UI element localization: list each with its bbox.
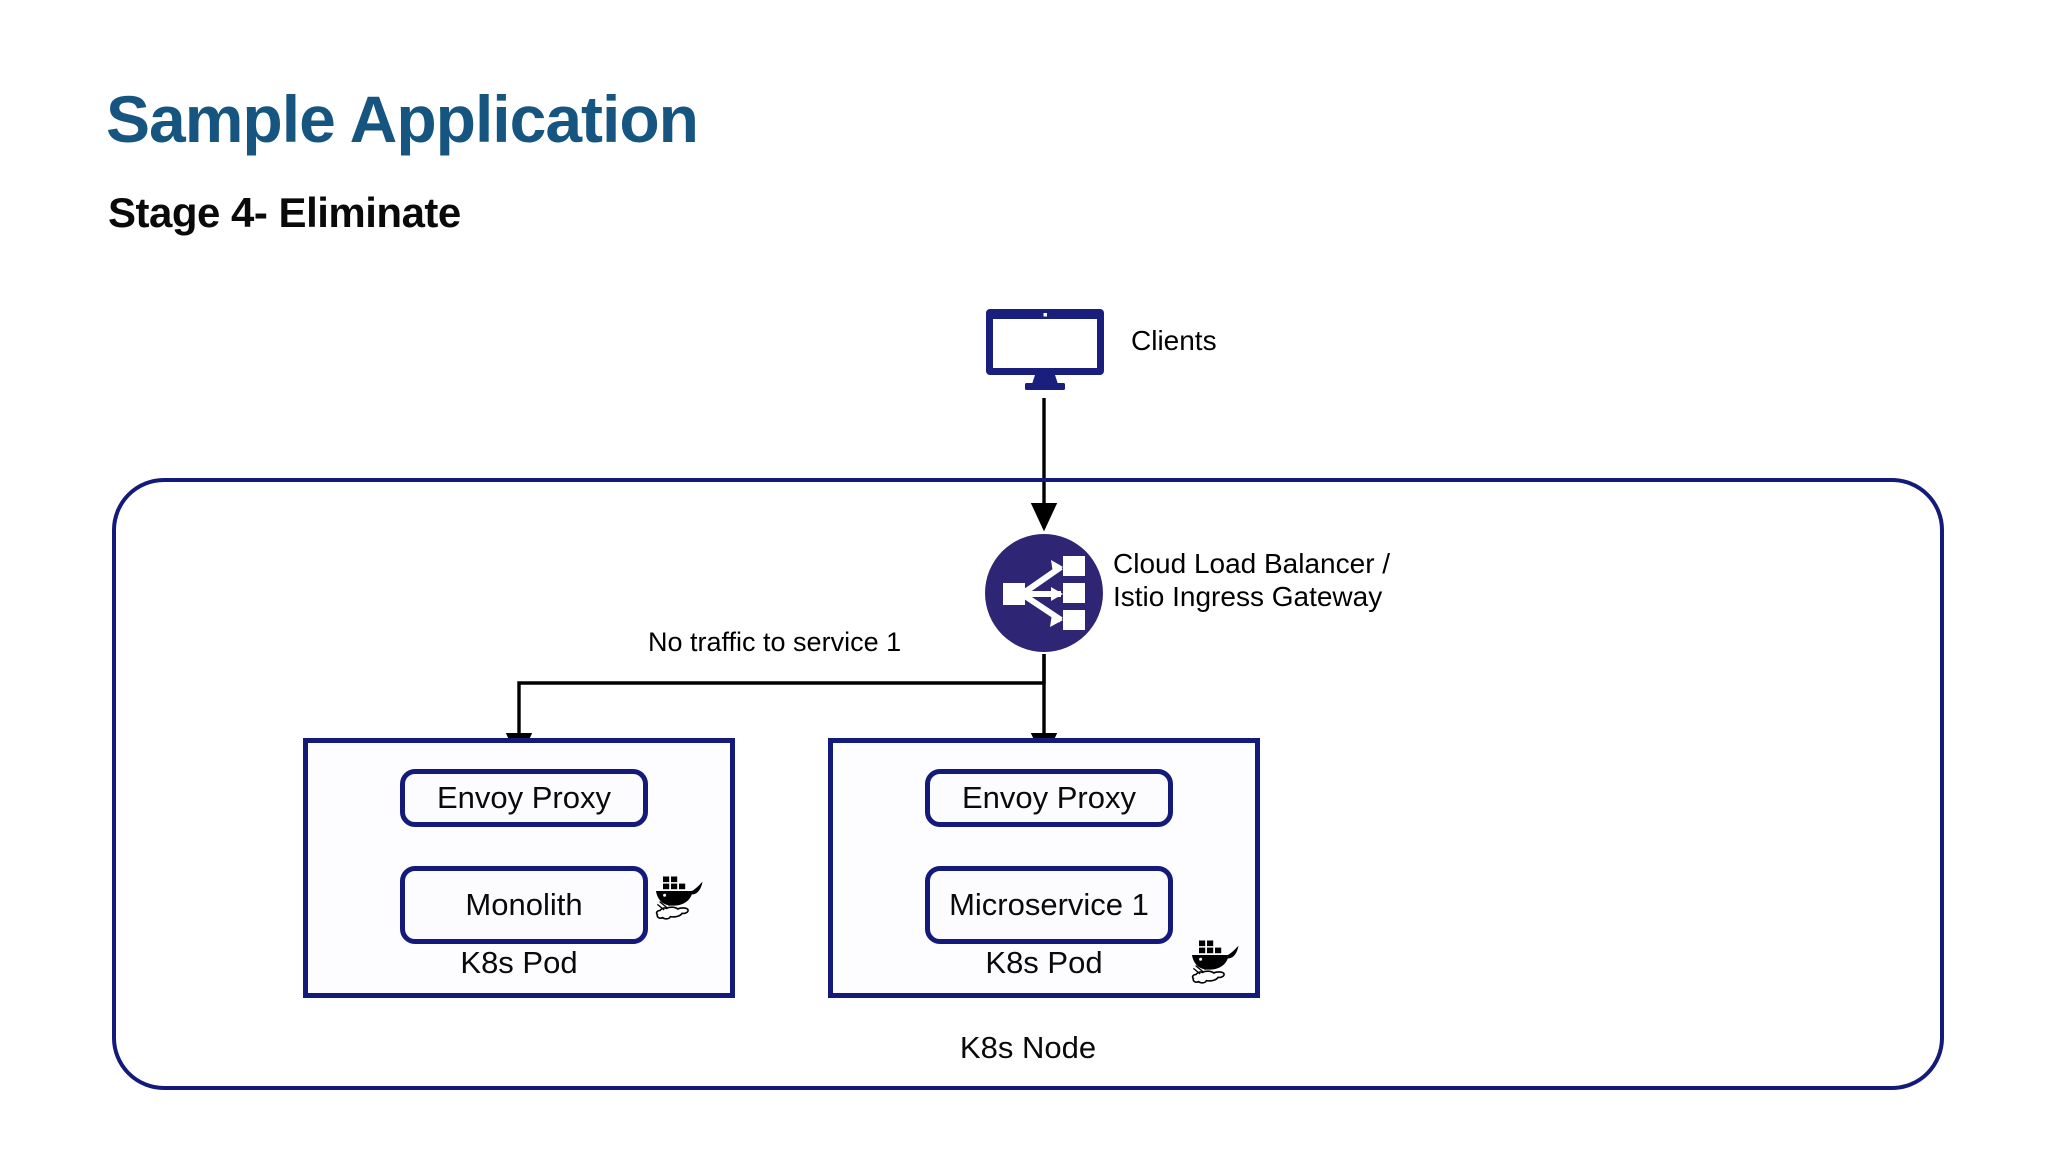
docker-whale-icon bbox=[1186, 926, 1248, 988]
k8s-pod-right: Envoy Proxy Microservice 1 K8s Pod bbox=[828, 738, 1260, 998]
k8s-node-label: K8s Node bbox=[959, 1030, 1097, 1065]
k8s-node-container: K8s Node bbox=[112, 478, 1944, 1090]
envoy-proxy-box-left[interactable]: Envoy Proxy bbox=[400, 769, 648, 827]
desktop-monitor-icon bbox=[986, 309, 1104, 390]
load-balancer-label-line1: Cloud Load Balancer / bbox=[1113, 548, 1391, 579]
k8s-pod-left: Envoy Proxy Monolith K8s Pod bbox=[303, 738, 735, 998]
clients-label: Clients bbox=[1131, 325, 1217, 356]
docker-whale-icon bbox=[650, 862, 712, 924]
k8s-pod-label-left: K8s Pod bbox=[460, 945, 578, 980]
load-balancer-label: Cloud Load Balancer / Istio Ingress Gate… bbox=[1113, 548, 1390, 614]
no-traffic-annotation: No traffic to service 1 bbox=[648, 627, 902, 657]
page-subtitle: Stage 4- Eliminate bbox=[108, 189, 461, 236]
load-balancer-node bbox=[985, 534, 1103, 652]
load-balancer-icon bbox=[985, 534, 1103, 652]
envoy-proxy-box-right[interactable]: Envoy Proxy bbox=[925, 769, 1173, 827]
page-title: Sample Application bbox=[106, 82, 699, 156]
microservice-1-box[interactable]: Microservice 1 bbox=[925, 866, 1173, 944]
clients-node bbox=[985, 308, 1105, 390]
k8s-pod-label-right: K8s Pod bbox=[985, 945, 1103, 980]
monolith-box[interactable]: Monolith bbox=[400, 866, 648, 944]
load-balancer-label-line2: Istio Ingress Gateway bbox=[1113, 580, 1383, 612]
